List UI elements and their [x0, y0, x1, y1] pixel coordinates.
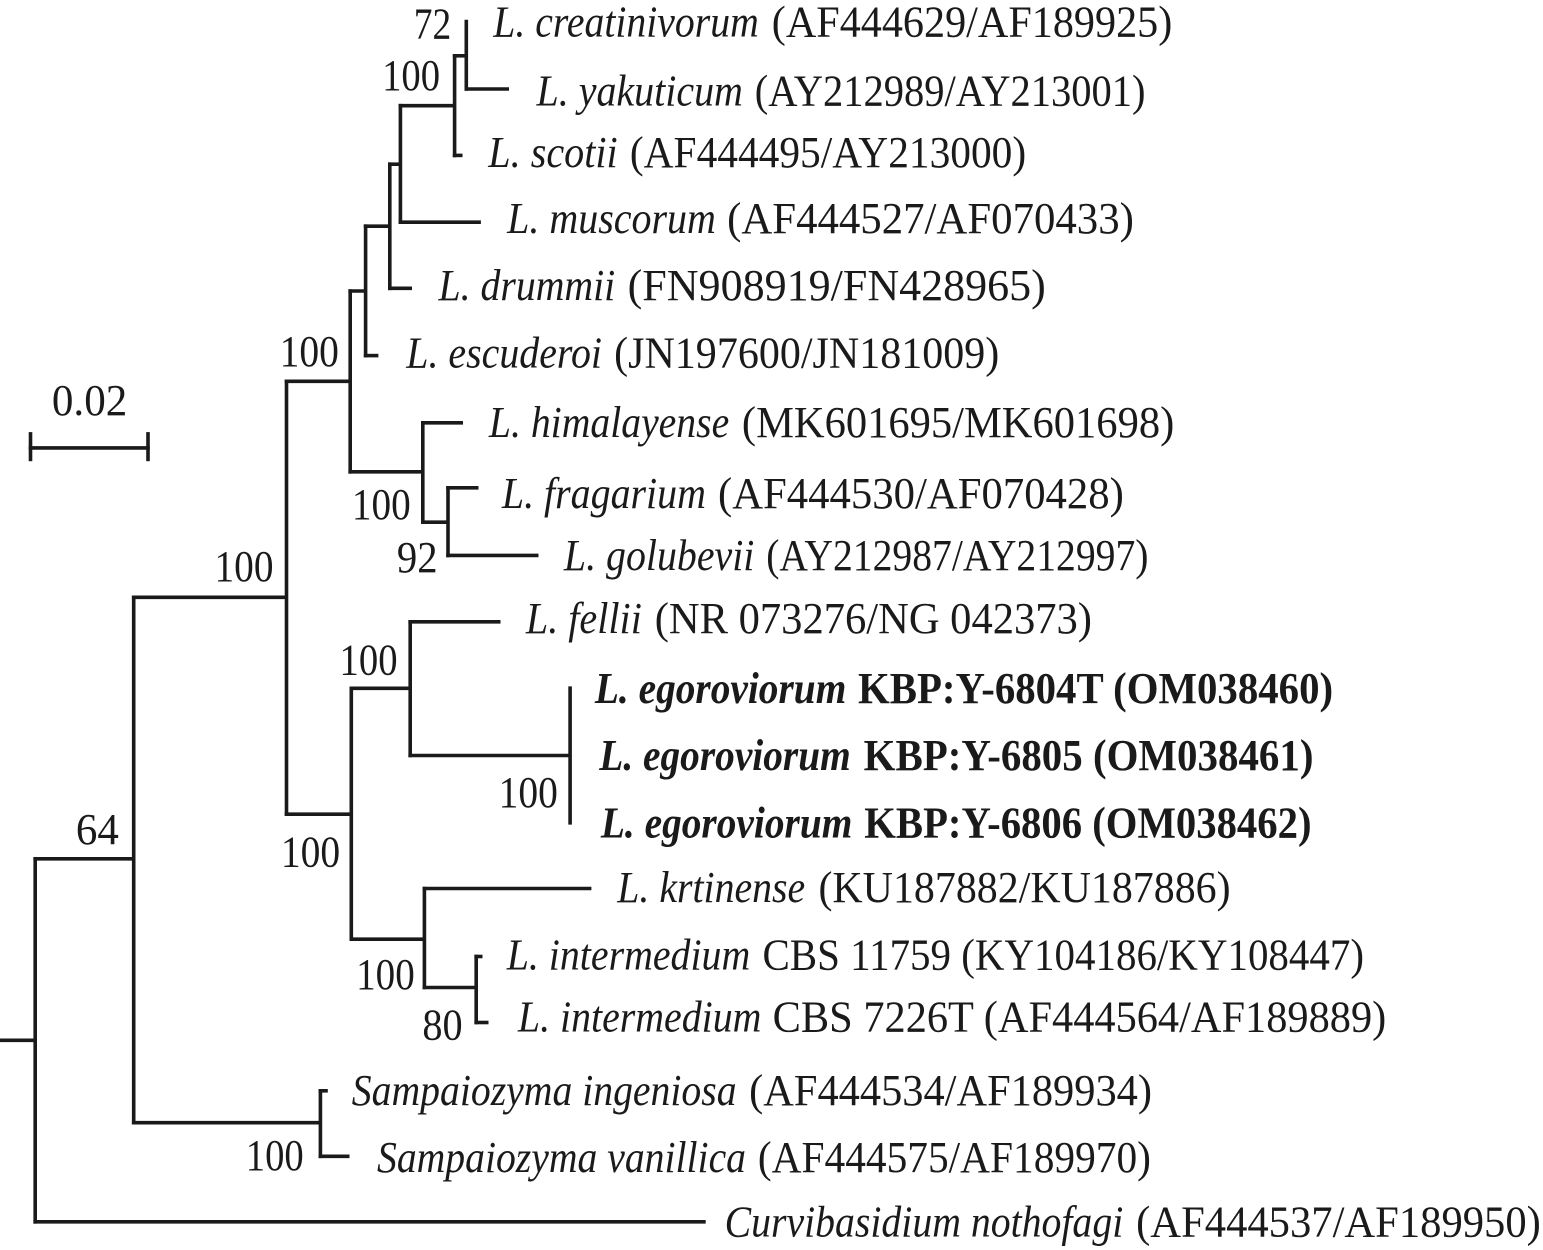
svg-text:(MK601695/MK601698): (MK601695/MK601698) — [742, 398, 1174, 447]
svg-text:Sampaiozyma vanillica: Sampaiozyma vanillica — [377, 1134, 746, 1182]
svg-text:(AF444527/AF070433): (AF444527/AF070433) — [727, 194, 1134, 243]
svg-text:(AF444629/AF189925): (AF444629/AF189925) — [772, 0, 1172, 47]
svg-text:L. intermedium: L. intermedium — [506, 932, 751, 980]
svg-text:L. egoroviorum: L. egoroviorum — [600, 800, 852, 848]
svg-text:(AY212989/AY213001): (AY212989/AY213001) — [755, 67, 1146, 116]
svg-text:(AF444495/AY213000): (AF444495/AY213000) — [630, 129, 1026, 177]
svg-text:80: 80 — [422, 1001, 462, 1050]
svg-text:(NR 073276/NG 042373): (NR 073276/NG 042373) — [655, 594, 1092, 643]
svg-text:100: 100 — [352, 481, 411, 530]
svg-text:100: 100 — [281, 829, 340, 877]
svg-text:0.02: 0.02 — [52, 377, 127, 425]
svg-text:(AF444530/AF070428): (AF444530/AF070428) — [718, 469, 1124, 518]
svg-text:L. muscorum: L. muscorum — [506, 195, 716, 243]
svg-text:100: 100 — [340, 635, 398, 684]
svg-text:100: 100 — [215, 543, 274, 592]
svg-text:L. drummii: L. drummii — [438, 262, 616, 310]
svg-text:(AY212987/AY212997): (AY212987/AY212997) — [766, 532, 1148, 580]
svg-text:KBP:Y-6804T (OM038460): KBP:Y-6804T (OM038460) — [858, 665, 1333, 714]
svg-text:L. fragarium: L. fragarium — [501, 470, 706, 518]
svg-text:100: 100 — [356, 951, 415, 1000]
svg-text:CBS 7226T (AF444564/AF189889): CBS 7226T (AF444564/AF189889) — [773, 994, 1387, 1042]
svg-text:64: 64 — [76, 806, 119, 855]
svg-text:L. escuderoi: L. escuderoi — [405, 330, 602, 378]
svg-text:L. intermedium: L. intermedium — [517, 994, 762, 1042]
svg-text:(FN908919/FN428965): (FN908919/FN428965) — [628, 261, 1046, 310]
svg-text:(AF444534/AF189934): (AF444534/AF189934) — [749, 1066, 1152, 1115]
svg-text:Curvibasidium nothofagi: Curvibasidium nothofagi — [725, 1199, 1124, 1247]
svg-text:CBS 11759 (KY104186/KY108447): CBS 11759 (KY104186/KY108447) — [762, 931, 1364, 980]
svg-text:L. yakuticum: L. yakuticum — [536, 68, 743, 116]
svg-text:72: 72 — [414, 0, 451, 48]
svg-text:L. egoroviorum: L. egoroviorum — [594, 665, 846, 713]
svg-text:100: 100 — [382, 51, 440, 100]
svg-text:L. creatinivorum: L. creatinivorum — [492, 0, 758, 47]
svg-text:100: 100 — [246, 1130, 304, 1179]
svg-text:KBP:Y-6806 (OM038462): KBP:Y-6806 (OM038462) — [864, 799, 1311, 848]
svg-text:L. egoroviorum: L. egoroviorum — [598, 732, 850, 780]
svg-text:100: 100 — [499, 769, 558, 817]
svg-text:(JN197600/JN181009): (JN197600/JN181009) — [614, 330, 999, 378]
svg-text:(AF444575/AF189970): (AF444575/AF189970) — [758, 1134, 1151, 1182]
svg-text:Sampaiozyma ingeniosa: Sampaiozyma ingeniosa — [352, 1067, 737, 1115]
svg-text:L. krtinense: L. krtinense — [616, 864, 805, 912]
svg-text:L. himalayense: L. himalayense — [488, 399, 729, 447]
svg-text:L. fellii: L. fellii — [525, 594, 642, 643]
svg-text:KBP:Y-6805 (OM038461): KBP:Y-6805 (OM038461) — [864, 732, 1314, 781]
svg-text:(AF444537/AF189950): (AF444537/AF189950) — [1136, 1198, 1541, 1247]
svg-text:L. scotii: L. scotii — [487, 128, 617, 177]
svg-text:L. golubevii: L. golubevii — [563, 532, 754, 580]
svg-text:92: 92 — [397, 534, 438, 583]
svg-text:100: 100 — [280, 328, 339, 376]
svg-text:(KU187882/KU187886): (KU187882/KU187886) — [818, 864, 1230, 912]
